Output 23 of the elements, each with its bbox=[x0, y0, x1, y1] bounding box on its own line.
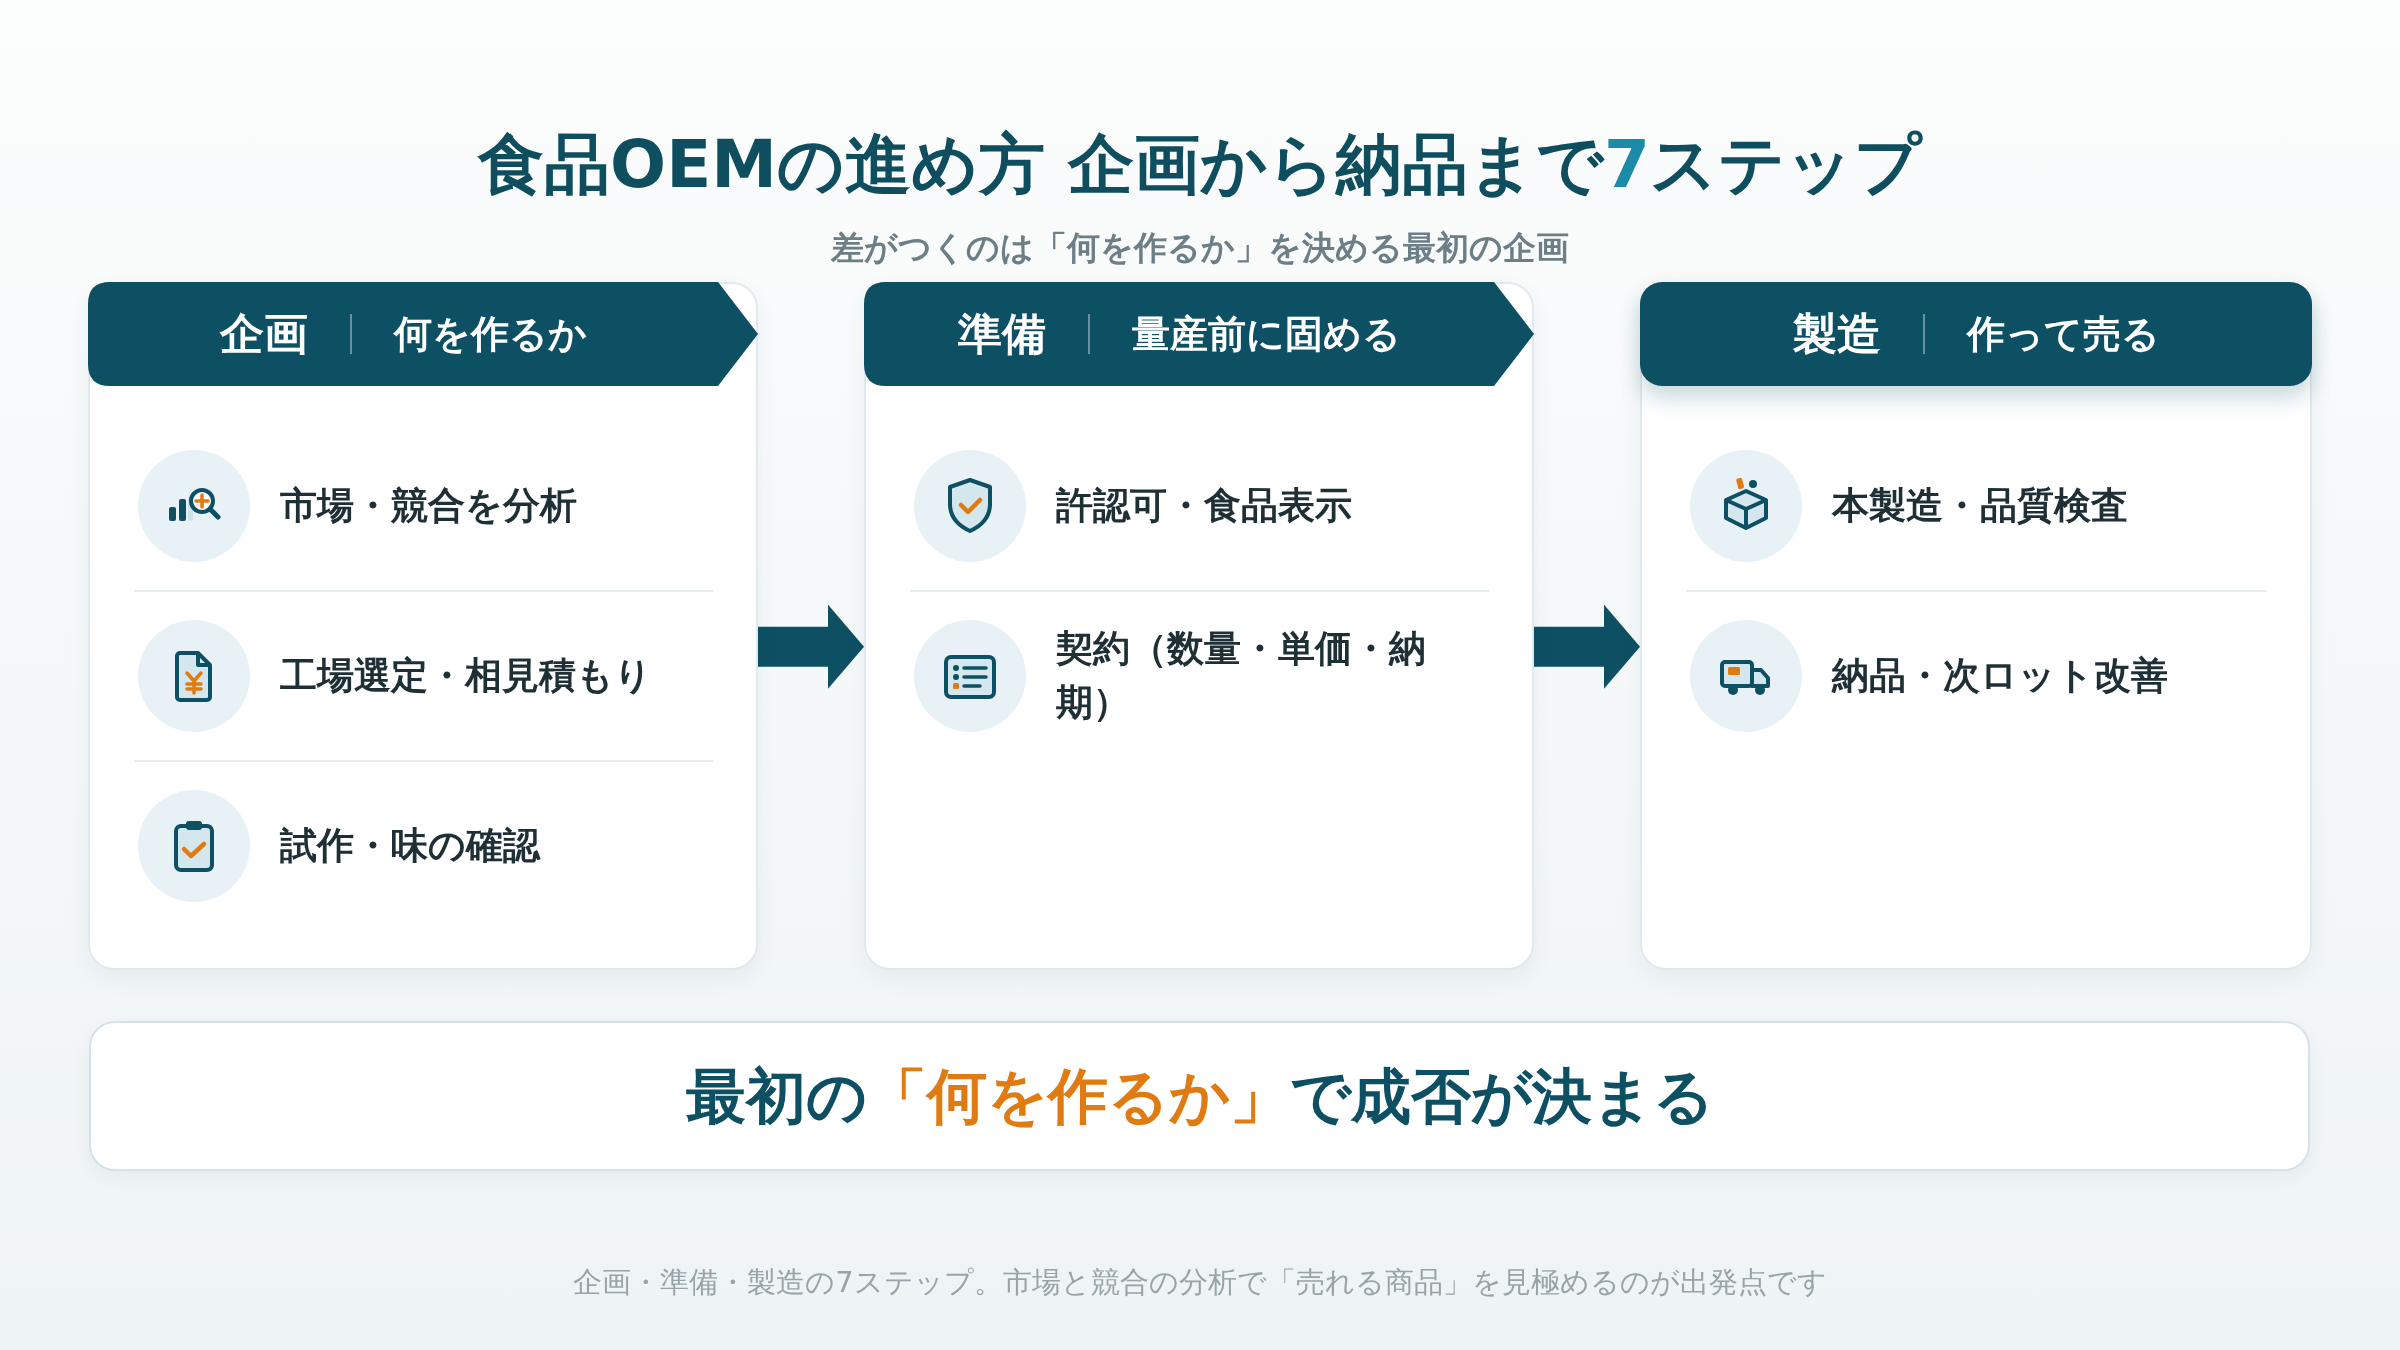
stage-tagline: 量産前に固める bbox=[1131, 311, 1401, 358]
arrow bbox=[1534, 604, 1640, 689]
message-banner bbox=[89, 1021, 2310, 1171]
subtitle: 差がつくのは「何を作るか」を決める最初の企画 bbox=[831, 227, 1569, 269]
stage-name: 製造 bbox=[1792, 307, 1881, 361]
step-text: 試作・味の確認 bbox=[280, 823, 540, 869]
banner-text: 最初の「何を作るか」で成否が決まる bbox=[685, 1060, 1714, 1133]
stage-tagline: 作って売る bbox=[1966, 311, 2160, 358]
stage-card bbox=[864, 282, 1534, 970]
stage-card bbox=[88, 282, 758, 970]
stage-name: 準備 bbox=[957, 307, 1046, 361]
stage-card bbox=[1640, 282, 2312, 970]
step-text: 納品・次ロット改善 bbox=[1832, 653, 2168, 699]
stage-tagline: 何を作るか bbox=[393, 311, 587, 358]
step-text: 契約（数量・単価・納期） bbox=[1056, 626, 1427, 726]
arrow bbox=[758, 604, 864, 689]
step-text: 本製造・品質検査 bbox=[1832, 483, 2128, 529]
step-text: 工場選定・相見積もり bbox=[280, 653, 652, 699]
title: 食品OEMの進め方 企画から納品まで7ステップ bbox=[478, 125, 1922, 205]
stage-name: 企画 bbox=[219, 307, 308, 361]
caption: 企画・準備・製造の7ステップ。市場と競合の分析で「売れる商品」を見極めるのが出発点です bbox=[573, 1264, 1827, 1301]
step-text: 市場・競合を分析 bbox=[280, 483, 577, 529]
step-text: 許認可・食品表示 bbox=[1056, 483, 1352, 529]
